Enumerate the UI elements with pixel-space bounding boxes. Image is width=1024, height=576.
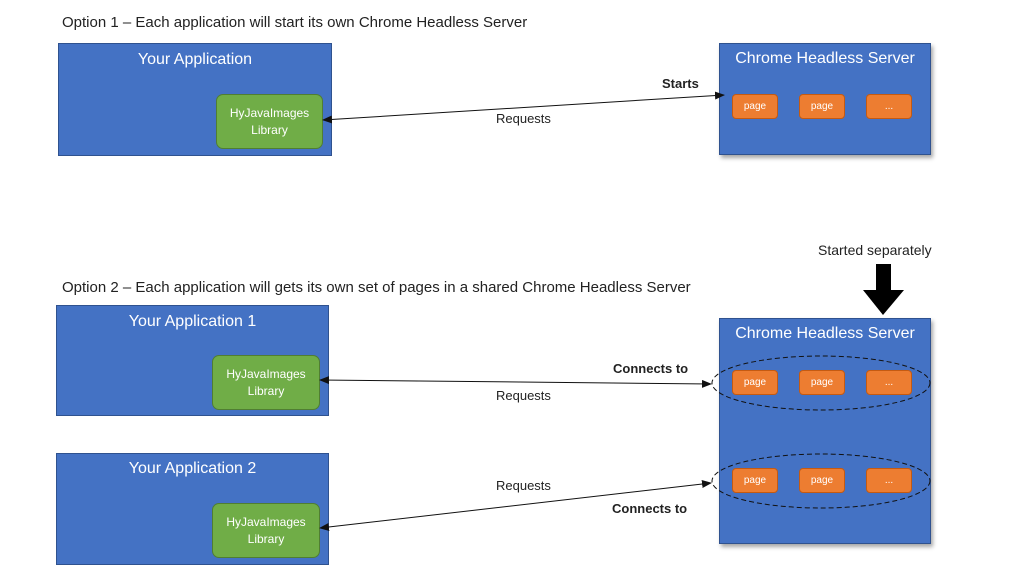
hyjavaimages-library-box: HyJavaImages Library xyxy=(212,503,320,558)
shared-chrome-headless-server-title: Chrome Headless Server xyxy=(735,325,915,342)
page-box: page xyxy=(799,370,845,395)
app2-connects-arrow xyxy=(319,480,712,531)
page-box-ellipsis: ... xyxy=(866,370,912,395)
chrome-headless-server-title: Chrome Headless Server xyxy=(735,50,915,67)
page-group-2-ellipse xyxy=(711,453,931,509)
connects-to-label-1: Connects to xyxy=(613,361,689,376)
started-separately-label: Started separately xyxy=(818,242,932,258)
your-application-1-title: Your Application 1 xyxy=(128,313,257,330)
option2-caption: Option 2 – Each application will gets it… xyxy=(62,279,691,296)
chrome-headless-server-box: Chrome Headless Server page page ... xyxy=(719,43,931,155)
page-box: page xyxy=(732,94,778,119)
page-box: page xyxy=(732,468,778,493)
library-suffix: Library xyxy=(251,122,288,137)
your-application-2-title: Your Application 2 xyxy=(128,460,257,477)
library-suffix: Library xyxy=(247,383,285,398)
option1-bidirectional-arrow xyxy=(322,91,725,124)
page-box: page xyxy=(799,468,845,493)
page-box: page xyxy=(732,370,778,395)
page-box-ellipsis: ... xyxy=(866,468,912,493)
hyjavaimages-library-box: HyJavaImages Library xyxy=(212,355,320,410)
page-box: page xyxy=(799,94,845,119)
your-application-1-box: Your Application 1 HyJavaImages Library xyxy=(56,305,329,416)
your-application-2-box: Your Application 2 HyJavaImages Library xyxy=(56,453,329,565)
library-name: HyJavaImages xyxy=(229,105,310,120)
page-group-1-ellipse xyxy=(711,355,931,411)
app1-connects-arrow xyxy=(319,376,712,388)
page-box-ellipsis: ... xyxy=(866,94,912,119)
requests-label-1: Requests xyxy=(496,388,551,403)
option1-caption: Option 1 – Each application will start i… xyxy=(62,14,528,31)
shared-chrome-headless-server-box: Chrome Headless Server page page ... pag… xyxy=(719,318,931,544)
library-name: HyJavaImages xyxy=(226,366,306,381)
library-suffix: Library xyxy=(247,531,285,546)
starts-label: Starts xyxy=(662,76,699,91)
your-application-title: Your Application xyxy=(137,51,253,68)
library-name: HyJavaImages xyxy=(226,514,306,529)
started-separately-arrow xyxy=(863,264,904,315)
